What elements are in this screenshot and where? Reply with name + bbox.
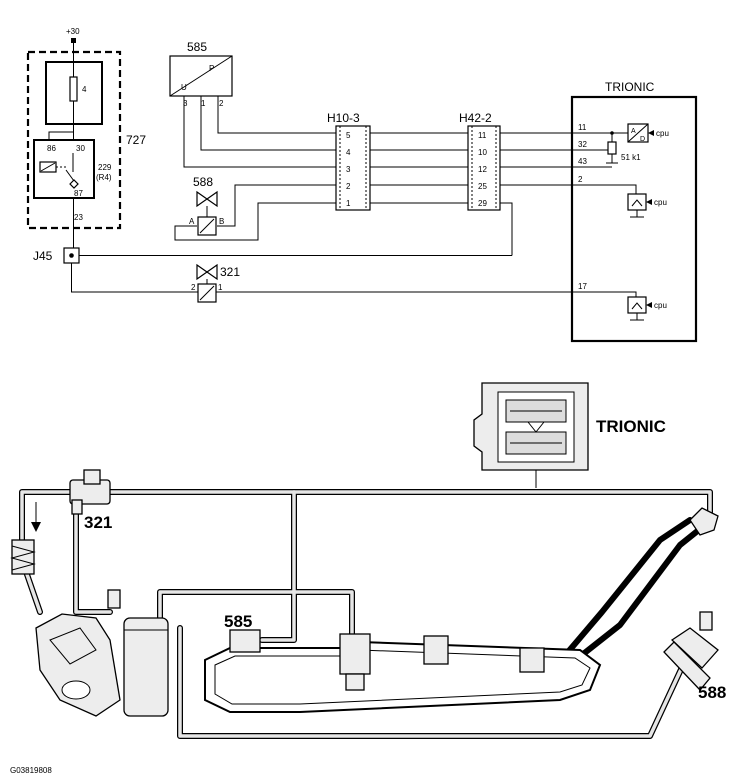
wires-h10-h42 xyxy=(370,132,468,204)
valve-321-pin2: 2 xyxy=(191,283,196,292)
wire-585-pin2 xyxy=(217,96,336,134)
sensor-585-p: P xyxy=(209,64,214,73)
ecu-title: TRIONIC xyxy=(605,80,655,94)
h10-pin-3: 3 xyxy=(346,165,351,174)
valve-588-illustration xyxy=(663,611,719,691)
sensor-585-u: U xyxy=(181,83,187,92)
h10-pins xyxy=(339,126,367,210)
ecu-pin-43: 43 xyxy=(578,157,587,166)
wire-588-a xyxy=(174,202,336,241)
ecu-module-illustration xyxy=(473,382,589,488)
figure-code: G03819808 xyxy=(10,766,52,775)
relay-pin-87: 87 xyxy=(74,189,83,198)
valve-588-label: 588 xyxy=(193,175,213,189)
ecu-pin-11: 11 xyxy=(578,123,587,132)
fuse-label: 4 xyxy=(82,85,87,94)
h42-pin-11: 11 xyxy=(478,131,487,140)
ecu-pin-17: 17 xyxy=(578,282,587,291)
charcoal-canister xyxy=(107,589,169,717)
h42-pin-29: 29 xyxy=(478,199,487,208)
h10-pin-5: 5 xyxy=(346,131,351,140)
ecu-resistor xyxy=(607,141,617,155)
svg-text:A: A xyxy=(631,128,636,135)
ecu-cpu-1: cpu xyxy=(656,129,669,138)
sensor-585-label: 585 xyxy=(187,40,207,54)
h42-pins xyxy=(471,126,497,210)
wire-j45-321 xyxy=(71,263,198,293)
ecu-resistor-label: 51 k1 xyxy=(621,153,641,162)
ecu-cpu-2: cpu xyxy=(654,198,667,207)
valve-588-physical-label: 588 xyxy=(698,683,726,702)
svg-text:D: D xyxy=(640,136,645,143)
sensor-585-pin1: 1 xyxy=(201,99,206,108)
hose-network xyxy=(19,489,713,739)
wire-585-pin3 xyxy=(183,96,336,168)
valve-321-pin1: 1 xyxy=(218,283,223,292)
h10-pin-4: 4 xyxy=(346,148,351,157)
sensor-585-pin3: 3 xyxy=(183,99,188,108)
connector-h42-2 xyxy=(467,125,501,211)
relay-contact xyxy=(69,179,79,189)
valve-321-label: 321 xyxy=(220,265,240,279)
relay-box xyxy=(33,139,95,199)
valve-588-symbol xyxy=(196,190,218,208)
h10-pin-1: 1 xyxy=(346,199,351,208)
intake-manifold-pipe xyxy=(204,633,602,713)
h42-pin-10: 10 xyxy=(478,148,487,157)
wire-588-b xyxy=(217,184,336,227)
relay-module-id: 727 xyxy=(126,133,146,147)
ecu-cpu-3: cpu xyxy=(654,301,667,310)
wire-585-pin1 xyxy=(200,96,336,151)
valve-321-symbol xyxy=(196,263,218,281)
ecu-pin-2: 2 xyxy=(578,175,583,184)
sensor-585-physical-label: 585 xyxy=(224,612,252,631)
ecu-module-label: TRIONIC xyxy=(596,417,666,436)
h42-pin-12: 12 xyxy=(478,165,487,174)
throttle-body xyxy=(35,613,121,717)
filler-neck xyxy=(689,507,719,536)
relay-id: 229 xyxy=(98,163,112,172)
h10-pin-2: 2 xyxy=(346,182,351,191)
valve-321-illustration xyxy=(69,469,111,515)
supply-terminal xyxy=(71,38,76,43)
supply-label: +30 xyxy=(66,27,80,36)
relay-pin-30: 30 xyxy=(76,144,85,153)
flow-arrow xyxy=(31,502,41,532)
ecu-pin-32: 32 xyxy=(578,140,587,149)
relay-pin-86: 86 xyxy=(47,144,56,153)
connector-h10-3 xyxy=(335,125,371,211)
sensor-585-illustration xyxy=(229,629,261,653)
valve-588-pin-a: A xyxy=(189,217,195,226)
sensor-585-pin2: 2 xyxy=(219,99,224,108)
connector-h10-label: H10-3 xyxy=(327,111,360,125)
ecu-driver-2 xyxy=(627,193,647,211)
valve-588-pin-b: B xyxy=(219,217,224,226)
coil-element xyxy=(10,539,36,575)
junction-label: J45 xyxy=(33,249,53,263)
valve-321-physical-label: 321 xyxy=(84,513,112,532)
fuse-symbol xyxy=(69,76,78,102)
connector-h42-label: H42-2 xyxy=(459,111,492,125)
ecu-driver-17 xyxy=(627,296,647,314)
wire-23-label: 23 xyxy=(74,213,83,222)
h42-pin-25: 25 xyxy=(478,182,487,191)
relay-sub: (R4) xyxy=(96,173,112,182)
